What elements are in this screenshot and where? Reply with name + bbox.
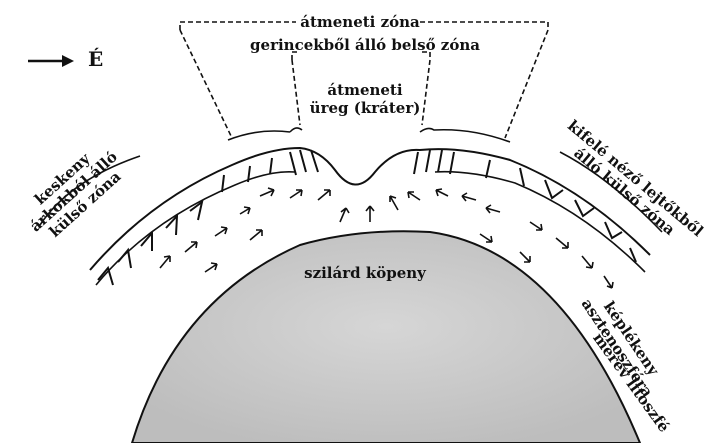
cavity-label-line1: átmeneti	[325, 82, 405, 99]
north-label: É	[88, 48, 103, 70]
solid-mantle-label: szilárd köpeny	[290, 265, 440, 282]
transition-zone-label: átmeneti zóna	[290, 14, 430, 31]
solid-mantle-region	[132, 231, 640, 443]
cavity-label-line2: üreg (kráter)	[305, 100, 425, 117]
inner-zone-label: gerincekből álló belső zóna	[250, 37, 480, 54]
north-arrow-icon	[28, 55, 74, 67]
